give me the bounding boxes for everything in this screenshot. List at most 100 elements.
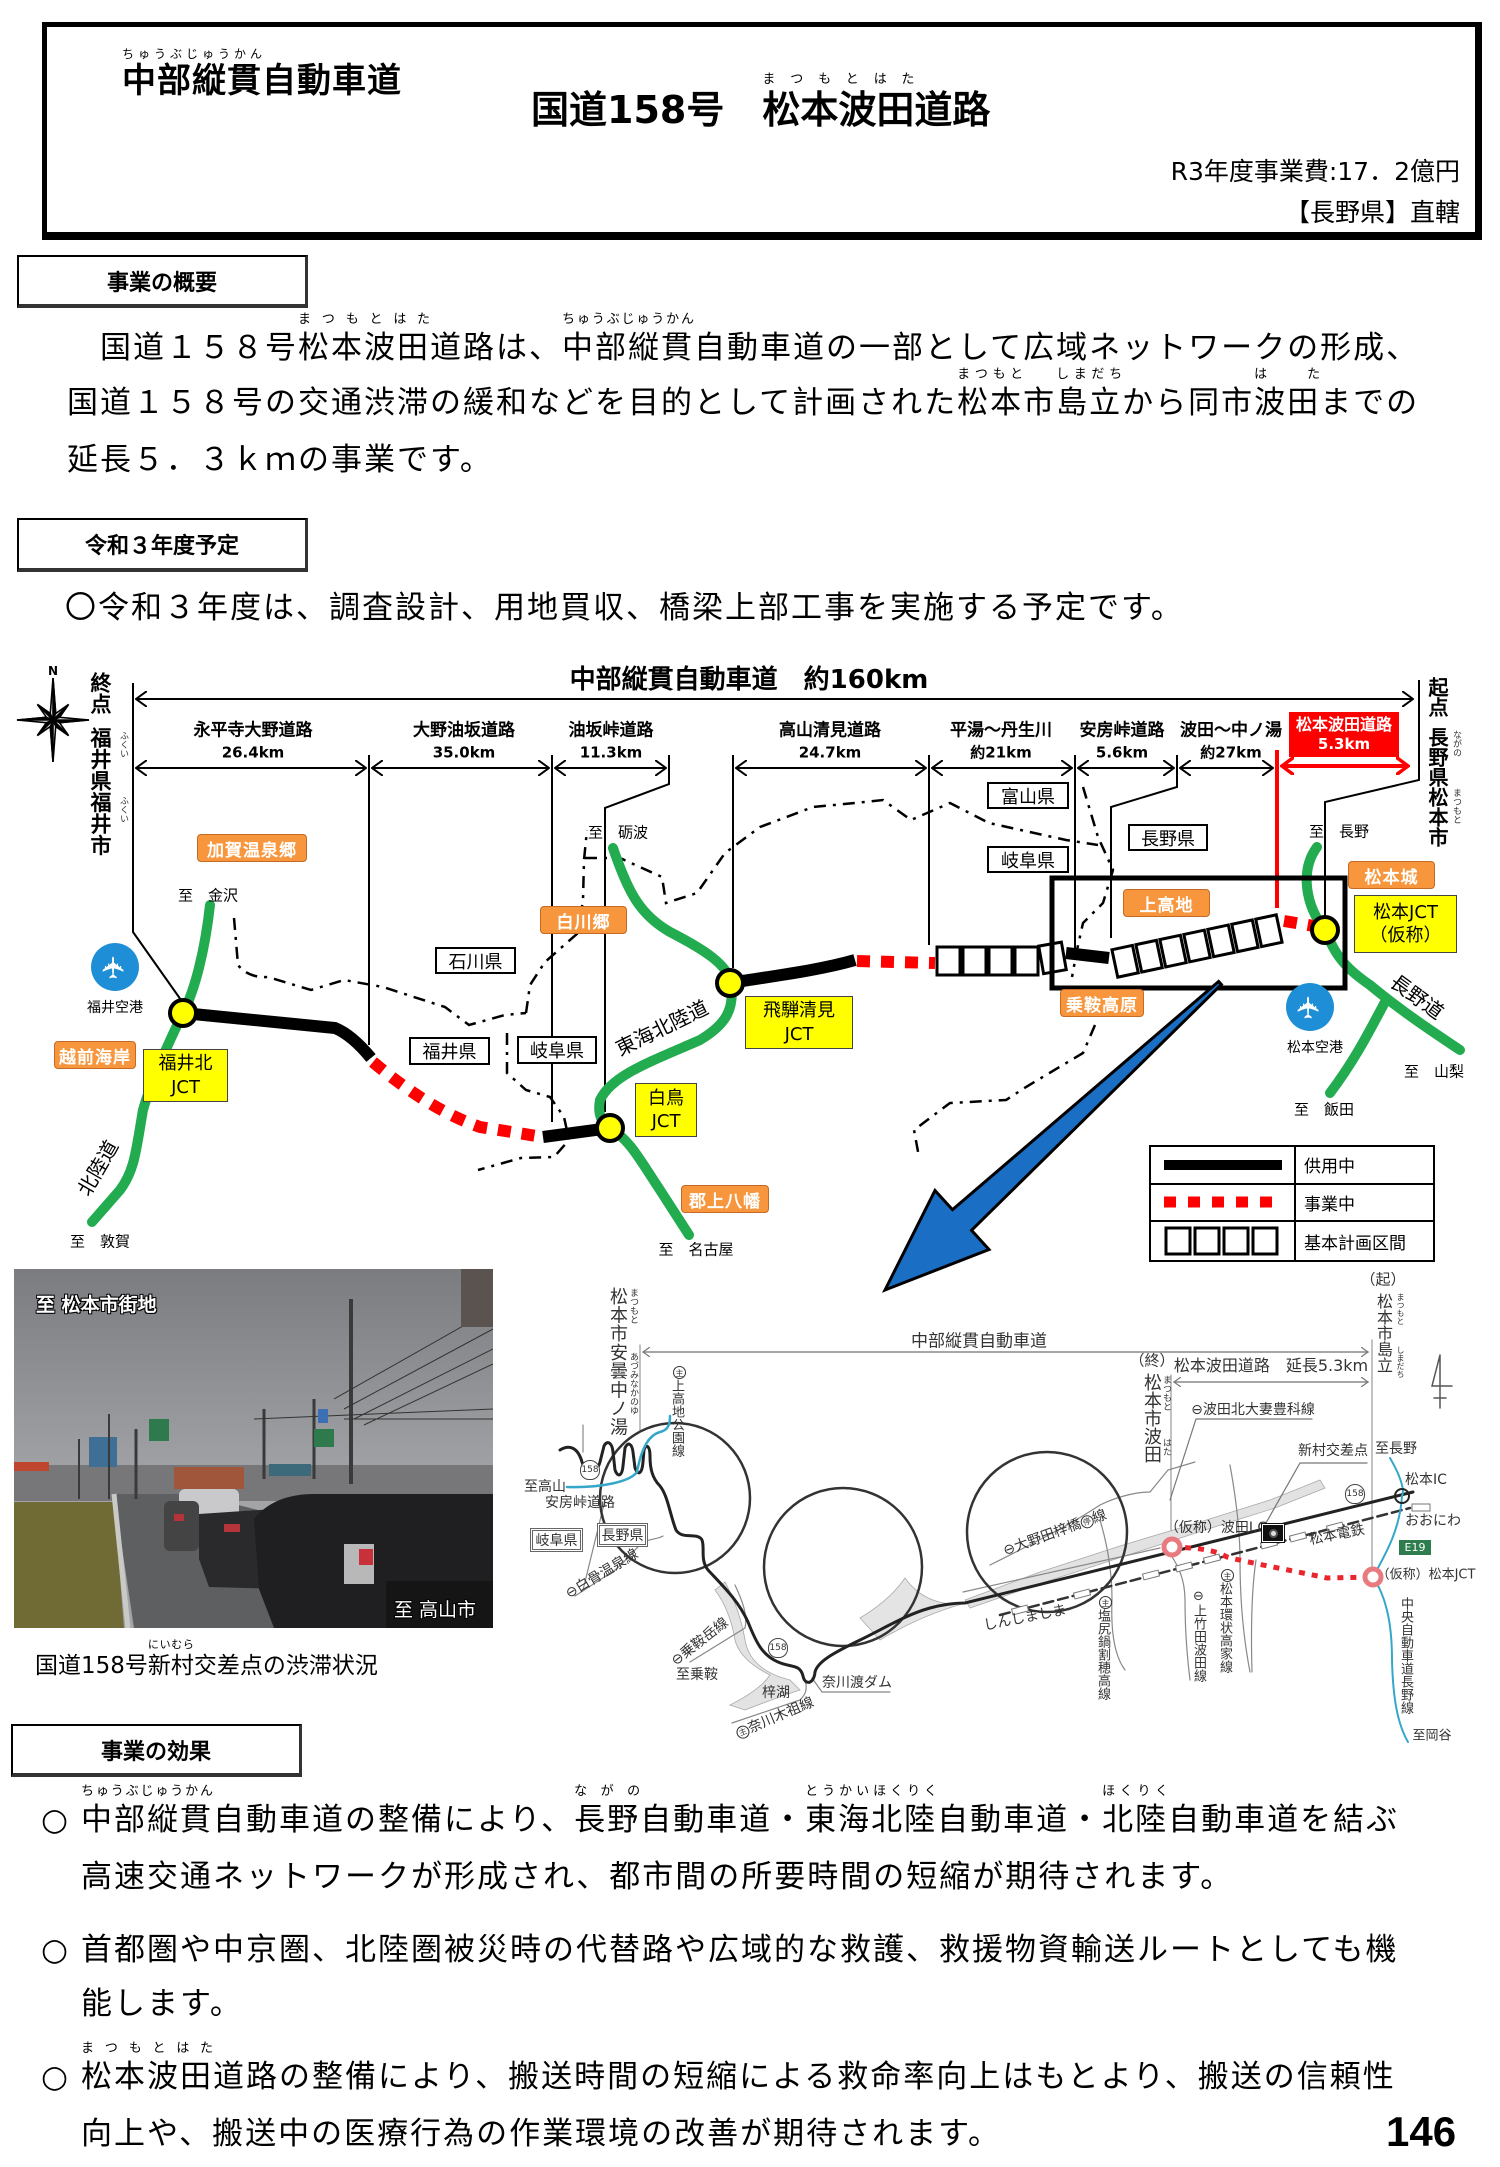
legend-label: 事業中	[1296, 1185, 1433, 1223]
junction-type: JCT	[784, 1023, 814, 1045]
road-name: 上竹田波田線	[1191, 1604, 1206, 1682]
photo-label-bottom: 至 高山市	[394, 1599, 477, 1621]
project-segment-name: 松本波田道路	[1295, 715, 1392, 735]
ruby-base: 松本波田	[81, 2059, 213, 2095]
segment-name: 大野油坂道路	[413, 720, 515, 741]
junction-label-matsumoto: 松本JCT（仮称）	[1354, 895, 1457, 953]
schedule-text: 〇令和３年度は、調査設計、用地買収、橋梁上部工事を実施する予定です。	[65, 590, 1184, 626]
junction-type: JCT	[651, 1111, 681, 1132]
start-point-ruby-nagano: ながの	[1451, 730, 1461, 757]
tourist-spot-badge: 加賀温泉郷	[197, 834, 307, 862]
series-title-ruby-base: 中部縦貫	[122, 61, 262, 101]
photo-caption: 国道158号新村にいむら交差点の渋滞状況	[35, 1639, 378, 1680]
inset-nagawado-dam: 奈川渡ダム	[822, 1675, 892, 1691]
segment-name: 安房峠道路	[1079, 720, 1165, 741]
ruby-base: 長野	[574, 1802, 641, 1838]
start-point-place: 長野県松本市	[1425, 727, 1449, 847]
text-span: 自動車道を結ぶ	[1168, 1802, 1400, 1838]
road-name-ruby: まつもとはた	[762, 72, 915, 87]
ruby-base: 新村	[147, 1653, 194, 1679]
segment-name: 平湯～丹生川	[950, 720, 1052, 741]
ruby-base: 松本波田	[298, 330, 430, 366]
effect-3-line-1: 松本波田まつもとはた道路の整備により、搬送時間の短縮による救命率向上はもとより、…	[81, 2042, 1396, 2097]
airport-label: 福井空港	[87, 1000, 143, 1016]
inset-prefecture-gifu: 岐阜県	[530, 1528, 583, 1552]
map-title: 中部縦貫自動車道 約160km	[569, 665, 929, 695]
overview-line-2: 国道１５８号の交通渋滞の緩和などを目的として計画された松本まつもと市島立しまだち…	[67, 368, 1419, 423]
main-road-badge-icon: 主	[1221, 1569, 1234, 1582]
effect-2-line-1: 首都圏や中京圏、北陸圏被災時の代替路や広域的な救護、救援物資輸送ルートとしても機	[81, 1932, 1399, 1968]
inset-azusa-lake: 梓湖	[762, 1685, 790, 1701]
destination-label: 至 砺波	[587, 823, 649, 842]
road-name: 波田北大妻豊科線	[1202, 1402, 1315, 1418]
segment-length: 約21km	[970, 743, 1032, 762]
ruby-text: まつもとはた	[81, 2041, 213, 2056]
expressway-number-badge: E19	[1399, 1540, 1431, 1555]
effect-3-line-2: 向上や、搬送中の医療行為の作業環境の改善が期待されます。	[81, 2116, 1001, 2152]
route-158-shield-icon: 158	[1345, 1484, 1365, 1504]
prefecture-label: 富山県	[987, 782, 1069, 809]
inset-road-matsumoto-kanjo: 主松本環状高家線	[1217, 1569, 1234, 1673]
inset-road-hata-kita: ⊖波田北大妻豊科線	[1191, 1403, 1315, 1417]
page-title: 国道158号 松本波田まつもとはた道路	[531, 73, 990, 132]
bullet-icon: ○	[41, 1932, 69, 1968]
inset-road-kamitakeda: ⊖上竹田波田線	[1191, 1589, 1206, 1682]
text-span: 道路は、	[430, 330, 562, 366]
junction-nodes	[168, 915, 1340, 1143]
effect-2-line-2: 能します。	[81, 1986, 243, 2022]
junction-name: 松本JCT	[1373, 901, 1438, 923]
extent-lines	[132, 680, 1420, 1122]
bullet-icon: ○	[41, 2059, 69, 2095]
ruby-base: 波田	[1254, 385, 1321, 421]
series-title-ruby: ちゅうぶじゅうかん	[122, 47, 262, 61]
airport-label: 松本空港	[1287, 1040, 1343, 1056]
tourist-spot-badge: 白川郷	[540, 906, 627, 934]
route-158-shield-icon: 158	[580, 1460, 600, 1480]
segment-length: 5.6km	[1095, 743, 1149, 762]
header-frame	[42, 22, 1482, 240]
page-number: 146	[1386, 2108, 1457, 2155]
inset-chuo-expressway: 中央自動車道長野線	[1398, 1597, 1413, 1714]
destination-label: 至 山梨	[1403, 1062, 1465, 1081]
inset-abo-pass-road: 安房峠道路	[545, 1495, 615, 1511]
airplane-icon: ✈	[91, 943, 139, 991]
inset-title: 中部縦貫自動車道	[911, 1331, 1047, 1352]
zoom-arrow-icon	[881, 979, 1224, 1293]
tourist-spot-badge: 松本城	[1348, 861, 1435, 889]
effect-1-line-2: 高速交通ネットワークが形成され、都市間の所要時間の短縮が期待されます。	[81, 1859, 1234, 1895]
inset-prefecture-nagano: 長野県	[597, 1523, 648, 1547]
road-name: 塩尻鍋割穂高線	[1095, 1609, 1110, 1700]
camera-icon	[1261, 1523, 1285, 1543]
compass-north-label: N	[47, 664, 59, 678]
planning-sections	[935, 913, 1284, 979]
end-point-place: 福井県福井市	[88, 727, 112, 856]
segment-name: 波田～中ノ湯	[1180, 720, 1282, 741]
start-point-tag: 起点	[1425, 677, 1449, 717]
text-span: 自動車道・	[640, 1802, 806, 1838]
bullet-icon: ○	[41, 1802, 69, 1838]
zoom-area-frame	[1049, 875, 1348, 991]
inset-niimura-crossing: 新村交差点	[1298, 1443, 1368, 1459]
section-heading-effects: 事業の効果	[11, 1724, 302, 1777]
tourist-spot-badge: 郡上八幡	[681, 1185, 769, 1213]
segment-name: 高山清見道路	[779, 720, 881, 741]
ruby-base: 松本	[957, 385, 1024, 421]
main-road-badge-icon: 主	[1099, 1596, 1112, 1609]
destination-label: 至 金沢	[177, 886, 239, 905]
legend-sample-planning	[1151, 1222, 1296, 1260]
inset-to-nagano: 至長野	[1375, 1441, 1417, 1457]
route-number: 国道158号	[531, 88, 763, 132]
prefecture-label: 長野県	[1128, 824, 1208, 851]
text-span: から同市	[1122, 385, 1255, 421]
inset-west-end-ruby: まつもと	[628, 1288, 638, 1324]
text-span: 国道１５８号の交通渋滞の緩和などを目的として計画された	[67, 385, 958, 421]
ruby-base: 東海北陸	[805, 1802, 938, 1838]
series-title-rest: 自動車道	[262, 61, 402, 101]
ruby-text: ほくりく	[1102, 1784, 1169, 1799]
jurisdiction-text: 【長野県】直轄	[1284, 198, 1460, 227]
road-name: 松本環状高家線	[1217, 1582, 1232, 1673]
text-span: 自動車道・	[937, 1802, 1103, 1838]
route-158-shield-icon: 158	[768, 1638, 788, 1658]
